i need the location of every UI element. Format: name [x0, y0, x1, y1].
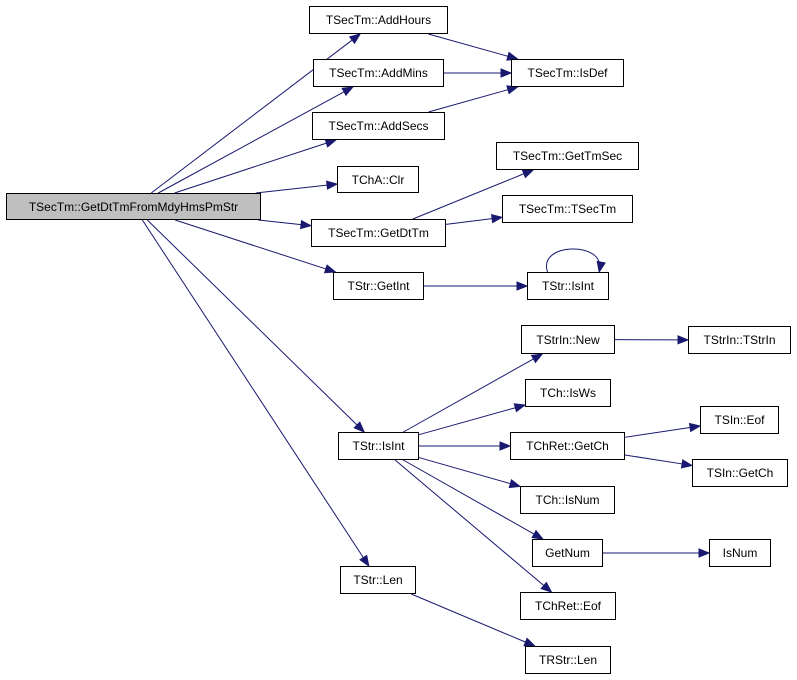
edge-isInt2-to-getNum-arrowhead	[531, 529, 544, 540]
edge-isInt2-to-chRetGetCh-arrowhead	[499, 441, 512, 451]
edge-root-to-chaClr	[255, 184, 328, 194]
node-is-ws[interactable]: TCh::IsWs	[525, 379, 611, 407]
edge-chRetGetCh-to-sInGetCh	[624, 454, 683, 465]
node-add-secs[interactable]: TSecTm::AddSecs	[312, 112, 445, 140]
edge-getDtTm-to-getTmSec	[412, 173, 525, 220]
edge-isInt2-to-strInNew	[403, 358, 534, 433]
node-add-mins[interactable]: TSecTm::AddMins	[313, 59, 444, 87]
edge-root-to-addHours-arrowhead	[348, 33, 362, 45]
edge-root-to-addSecs	[174, 142, 327, 194]
edge-root-to-getInt-arrowhead	[323, 264, 337, 274]
node-t-sec-tm[interactable]: TSecTm::TSecTm	[502, 195, 633, 223]
node-ch-ret-get-ch[interactable]: TChRet::GetCh	[510, 432, 625, 460]
edge-root-to-chaClr-arrowhead	[326, 180, 339, 190]
edge-addMins-to-isDef-arrowhead	[500, 68, 513, 78]
node-get-num[interactable]: GetNum	[532, 539, 603, 567]
edge-root-to-getDtTm-arrowhead	[300, 219, 313, 230]
edge-addSecs-to-isDef-arrowhead	[506, 85, 519, 95]
edge-addSecs-to-isDef	[428, 89, 509, 113]
node-s-in-eof[interactable]: TSIn::Eof	[700, 406, 779, 434]
edge-strLen-to-rStrLen	[411, 593, 526, 643]
edge-chRetGetCh-to-sInEof-arrowhead	[688, 422, 702, 433]
node-is-int1[interactable]: TStr::IsInt	[527, 272, 609, 300]
node-is-def[interactable]: TSecTm::IsDef	[511, 59, 624, 87]
edge-getNum-to-isNum-arrowhead	[698, 548, 711, 558]
node-r-str-len[interactable]: TRStr::Len	[525, 646, 611, 674]
edge-getDtTm-to-getTmSec-arrowhead	[521, 169, 535, 179]
edge-getInt-to-isInt1-arrowhead	[516, 281, 529, 291]
edge-root-to-strLen	[141, 219, 364, 558]
node-is-num[interactable]: IsNum	[709, 539, 771, 567]
node-t-str-in[interactable]: TStrIn::TStrIn	[688, 326, 791, 354]
node-str-len[interactable]: TStr::Len	[340, 566, 416, 594]
edge-isInt1-to-isInt1-arrowhead	[596, 260, 606, 274]
node-root: TSecTm::GetDtTmFromMdyHmsPmStr	[6, 193, 261, 220]
edge-root-to-strLen-arrowhead	[359, 554, 370, 568]
edge-isInt2-to-isWs-arrowhead	[513, 403, 527, 413]
edge-addHours-to-isDef	[428, 33, 509, 57]
edge-isInt2-to-getNum	[402, 459, 535, 535]
node-add-hours[interactable]: TSecTm::AddHours	[309, 6, 448, 34]
edge-strLen-to-rStrLen-arrowhead	[523, 637, 536, 647]
node-ch-ret-eof[interactable]: TChRet::Eof	[520, 592, 616, 620]
node-s-in-get-ch[interactable]: TSIn::GetCh	[692, 459, 788, 487]
edge-chRetGetCh-to-sInGetCh-arrowhead	[680, 459, 694, 469]
edge-strInNew-to-tStrIn-arrowhead	[677, 335, 690, 345]
edge-isInt2-to-strInNew-arrowhead	[530, 353, 544, 364]
edge-isInt2-to-chIsNum-arrowhead	[508, 478, 522, 489]
node-get-dt-tm[interactable]: TSecTm::GetDtTm	[311, 219, 446, 247]
edge-root-to-addSecs-arrowhead	[324, 138, 338, 148]
edge-isInt2-to-chRetEof	[394, 459, 545, 586]
edge-isInt2-to-chRetEof-arrowhead	[540, 581, 553, 593]
edge-getDtTm-to-tSecTm-arrowhead	[490, 213, 504, 224]
edge-root-to-addMins	[158, 91, 345, 194]
edge-isInt1-to-isInt1	[546, 248, 600, 273]
edge-root-to-getDtTm	[258, 219, 302, 226]
node-str-in-new[interactable]: TStrIn::New	[521, 325, 615, 354]
node-is-int2[interactable]: TStr::IsInt	[338, 432, 419, 460]
node-ch-is-num[interactable]: TCh::IsNum	[520, 486, 615, 514]
edge-root-to-addMins-arrowhead	[341, 86, 354, 97]
edge-isInt2-to-chIsNum	[418, 457, 511, 485]
edge-isInt2-to-isWs	[418, 407, 516, 436]
edge-getDtTm-to-tSecTm	[445, 218, 493, 225]
edge-root-to-getInt	[174, 219, 326, 270]
node-cha-clr[interactable]: TChA::Clr	[337, 166, 419, 193]
edge-root-to-isInt2	[146, 219, 358, 426]
edge-root-to-isInt2-arrowhead	[353, 421, 366, 433]
edge-chRetGetCh-to-sInEof	[624, 426, 691, 438]
node-get-tm-sec[interactable]: TSecTm::GetTmSec	[496, 142, 639, 170]
node-get-int[interactable]: TStr::GetInt	[333, 272, 424, 300]
